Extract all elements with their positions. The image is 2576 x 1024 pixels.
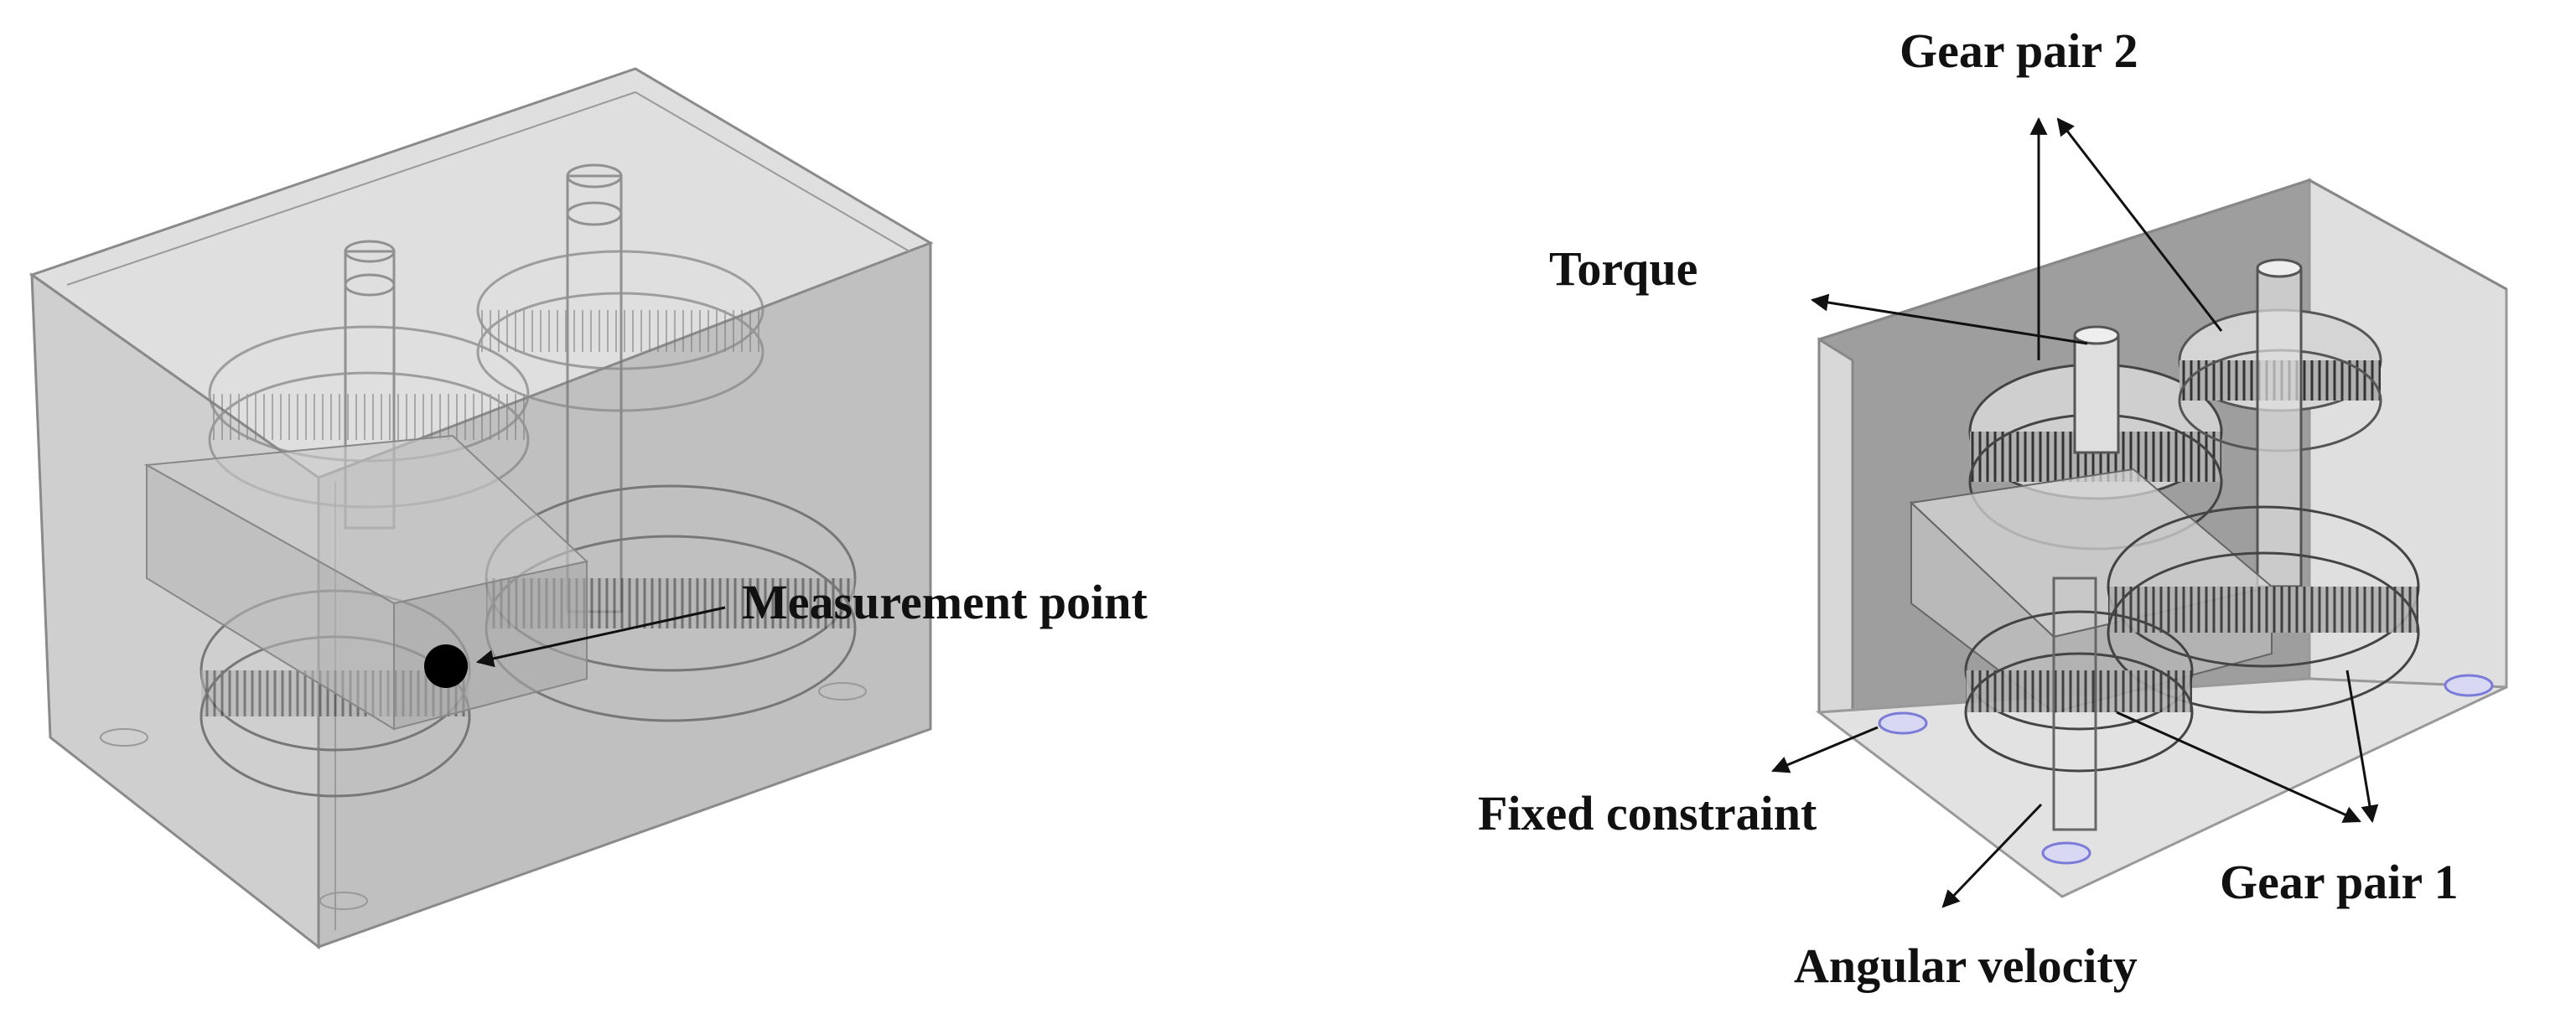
gear-pair-1-label: Gear pair 1: [2220, 855, 2459, 909]
gear-pair-1-arrow-b: [2345, 670, 2379, 824]
gearbox-housing-left: Measurement point: [29, 67, 1148, 950]
torque-label: Torque: [1549, 241, 1697, 296]
measurement-point-marker: [424, 644, 468, 688]
gear-pair-2-arrow-b: [2056, 117, 2223, 332]
left-wall: [1817, 337, 1854, 714]
fixed-constraint-label: Fixed constraint: [1478, 786, 1817, 840]
gearbox-cutaway-right: Gear pair 2 Torque Fixed constraint Gear…: [1478, 23, 2508, 993]
lower-gears-right: [1964, 505, 2420, 831]
fixed-constraint-arrow: [1771, 726, 1879, 773]
angular-velocity-arrow: [1941, 803, 2043, 908]
measurement-point-label: Measurement point: [742, 575, 1148, 629]
gear-pair-1-arrow-a: [2116, 711, 2361, 823]
fixed-constraint-foot: [1878, 711, 1928, 735]
measurement-point-arrow: [475, 606, 726, 668]
gear-pair-2-label: Gear pair 2: [1900, 23, 2138, 78]
fixed-constraint-foot: [2041, 841, 2091, 865]
upper-gears-right: [1968, 258, 2382, 588]
angular-velocity-label: Angular velocity: [1794, 939, 2138, 993]
torque-arrow: [1810, 293, 2088, 345]
fixed-constraint-foot: [2444, 674, 2494, 697]
